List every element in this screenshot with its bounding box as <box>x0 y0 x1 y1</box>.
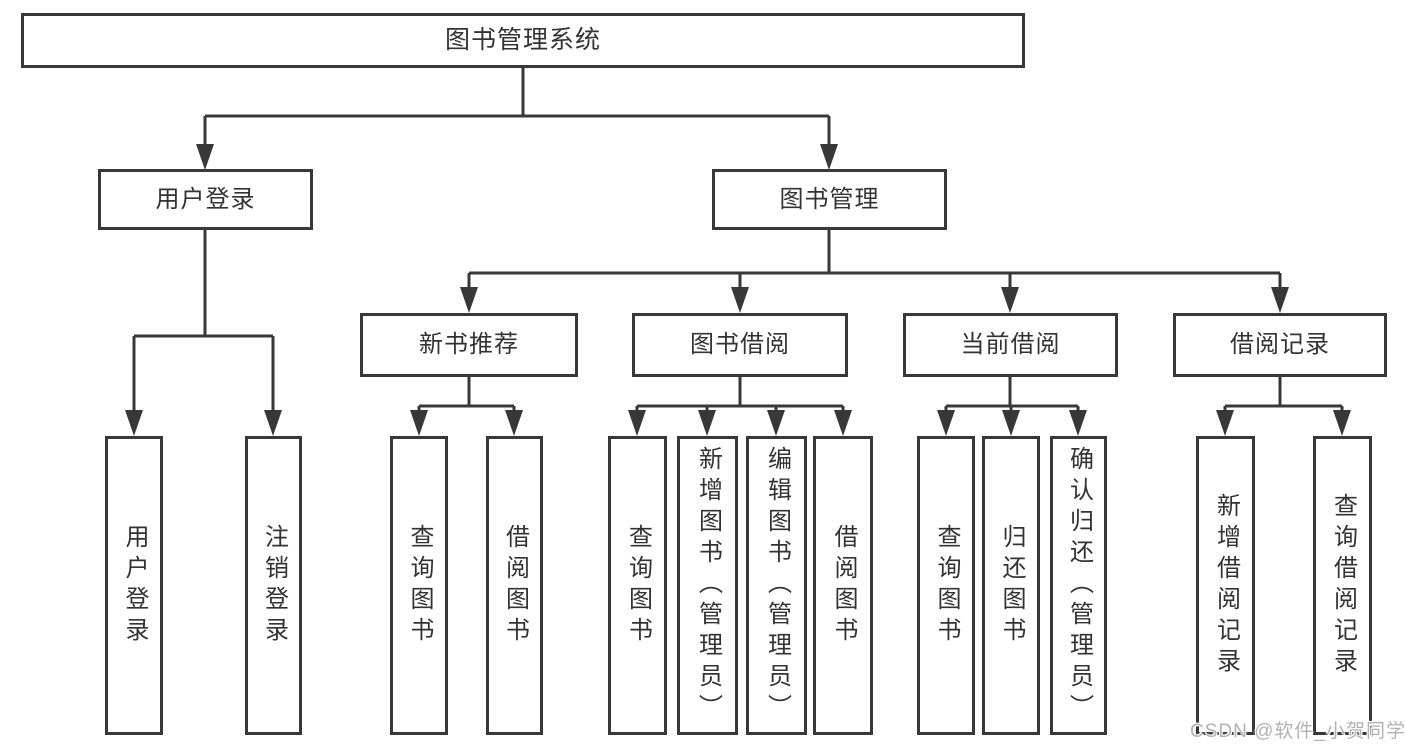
node-query-books-1: 查询图书 <box>390 436 448 735</box>
arrowhead-icon <box>1216 410 1234 436</box>
arrowhead-icon <box>460 287 478 313</box>
arrowhead-icon <box>1002 410 1020 436</box>
node-root: 图书管理系统 <box>21 13 1025 68</box>
arrowhead-icon <box>628 410 646 436</box>
arrowhead-icon <box>196 144 214 170</box>
arrowhead-icon <box>731 287 749 313</box>
connector-path <box>132 68 1344 410</box>
arrowhead-icon <box>125 410 143 436</box>
arrowhead-icon <box>937 410 955 436</box>
node-user-login: 用户登录 <box>105 436 163 735</box>
node-new-book-recommendation: 新书推荐 <box>360 313 578 377</box>
node-query-books-3: 查询图书 <box>917 436 975 735</box>
node-add-borrow-record: 新增借阅记录 <box>1196 436 1255 735</box>
node-borrow-books-2: 借阅图书 <box>813 436 873 735</box>
arrowhead-icon <box>410 410 428 436</box>
arrowhead-icon <box>767 410 785 436</box>
arrowhead-icon <box>1001 287 1019 313</box>
arrowhead-icon <box>820 144 838 170</box>
node-logout: 注销登录 <box>245 436 302 735</box>
arrowheads <box>125 144 1351 436</box>
arrowhead-icon <box>1333 410 1351 436</box>
node-current-borrowing: 当前借阅 <box>903 313 1118 377</box>
node-return-books: 归还图书 <box>982 436 1040 735</box>
arrowhead-icon <box>698 410 716 436</box>
node-query-borrow-record: 查询借阅记录 <box>1313 436 1372 735</box>
node-borrow-books-1: 借阅图书 <box>486 436 543 735</box>
node-edit-books-admin: 编辑图书（管理员） <box>746 436 807 735</box>
arrowhead-icon <box>505 410 523 436</box>
node-query-books-2: 查询图书 <box>608 436 667 735</box>
node-borrowing-records: 借阅记录 <box>1173 313 1387 377</box>
node-confirm-return-admin: 确认归还（管理员） <box>1050 436 1107 735</box>
arrowhead-icon <box>264 410 282 436</box>
arrowhead-icon <box>1271 287 1289 313</box>
node-book-borrowing: 图书借阅 <box>632 313 848 377</box>
node-add-books-admin: 新增图书（管理员） <box>677 436 738 735</box>
watermark-text: CSDN @软件_小贺同学 <box>1190 721 1405 742</box>
node-book-management: 图书管理 <box>712 169 947 230</box>
arrowhead-icon <box>1069 410 1087 436</box>
arrowhead-icon <box>834 410 852 436</box>
node-user-login-branch: 用户登录 <box>98 169 313 230</box>
